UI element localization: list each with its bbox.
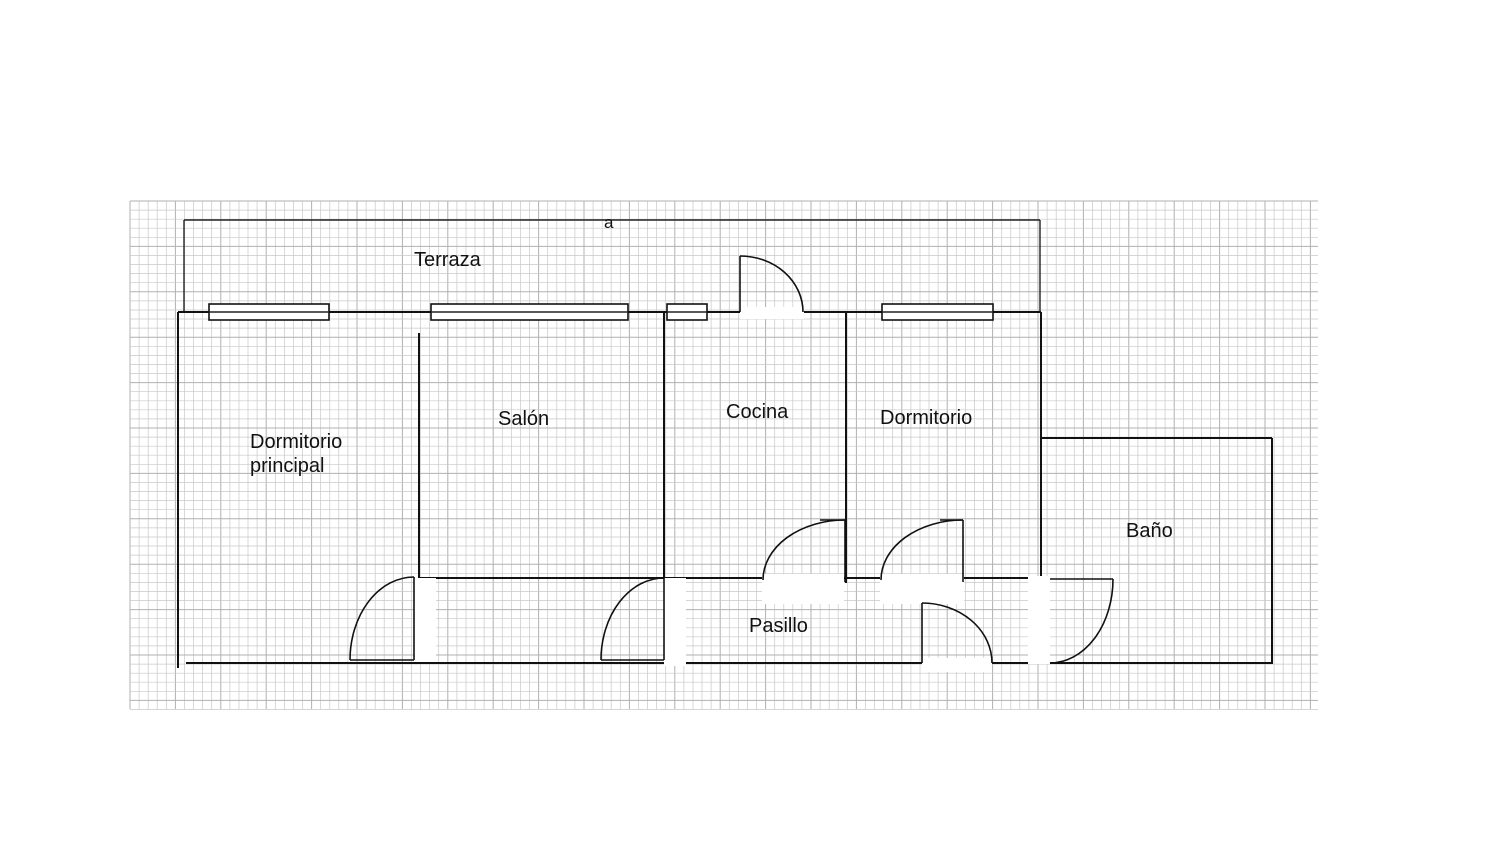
window-dormitorio bbox=[881, 303, 994, 321]
label-dormitorio-principal-1: Dormitorio bbox=[250, 431, 342, 453]
label-dormitorio: Dormitorio bbox=[880, 407, 972, 429]
window-dormitorio-principal bbox=[208, 303, 330, 321]
dimension-label: a bbox=[604, 213, 614, 232]
bathroom-walls bbox=[1040, 437, 1273, 664]
label-salon: Salón bbox=[498, 408, 549, 430]
graph-paper-grid bbox=[129, 200, 1318, 710]
window-salon bbox=[430, 303, 629, 321]
doors bbox=[349, 255, 1114, 672]
door-dormitorio bbox=[880, 519, 964, 604]
label-terraza: Terraza bbox=[414, 249, 482, 271]
terrace-outline bbox=[183, 219, 1041, 312]
door-terraza bbox=[739, 255, 804, 319]
label-cocina: Cocina bbox=[726, 401, 789, 423]
label-dormitorio-principal-2: principal bbox=[250, 455, 324, 477]
windows bbox=[208, 303, 994, 321]
door-pasillo-exterior bbox=[921, 602, 993, 672]
label-pasillo: Pasillo bbox=[749, 615, 808, 637]
door-bano bbox=[1028, 576, 1114, 664]
door-dormitorio-principal bbox=[349, 576, 436, 662]
label-bano: Baño bbox=[1126, 520, 1173, 542]
door-salon bbox=[600, 577, 686, 666]
labels: a Terraza Dormitorio principal Salón Coc… bbox=[250, 213, 1173, 637]
door-cocina bbox=[762, 519, 846, 604]
window-cocina bbox=[666, 303, 708, 321]
